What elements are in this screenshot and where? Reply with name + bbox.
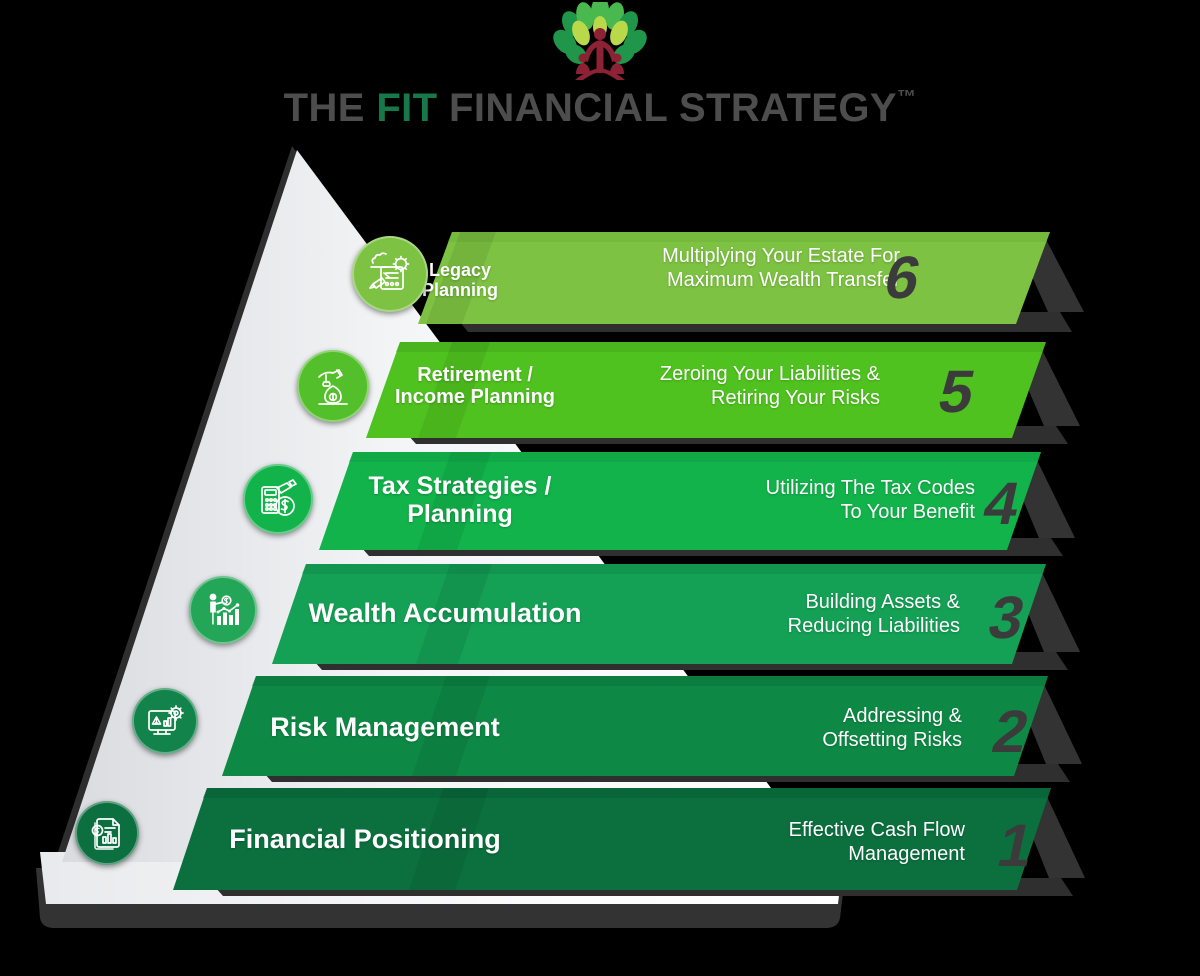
- level-5-description: Zeroing Your Liabilities & Retiring Your…: [480, 362, 880, 410]
- level-3-icon-badge[interactable]: [189, 576, 257, 644]
- level-2-title: Risk Management: [220, 712, 550, 742]
- level-1-title-line1: Financial Positioning: [229, 824, 501, 854]
- level-1-shape: [173, 788, 1085, 896]
- level-5-desc-line2: Retiring Your Risks: [711, 387, 880, 409]
- level-4-title-line2: Planning: [407, 500, 513, 528]
- level-6-desc-line1: Multiplying Your Estate For: [662, 245, 900, 267]
- level-2-shape: [222, 676, 1082, 782]
- level-5-title-line1: Retirement /: [417, 364, 533, 386]
- level-3-title: Wealth Accumulation: [260, 598, 630, 628]
- pyramid-level-4[interactable]: Tax Strategies / Planning Utilizing The …: [185, 444, 1085, 566]
- level-3-shape: [272, 564, 1080, 670]
- level-6-title: Legacy Planning: [360, 260, 560, 300]
- level-2-desc-line2: Offsetting Risks: [822, 729, 962, 751]
- pyramid-level-3[interactable]: Wealth Accumulation Building Assets & Re…: [130, 556, 1090, 678]
- level-4-title: Tax Strategies / Planning: [315, 472, 605, 528]
- header: THE FIT FINANCIAL STRATEGY™: [0, 0, 1200, 146]
- level-5-icon-badge[interactable]: [297, 350, 369, 422]
- level-1-desc-line2: Management: [848, 843, 965, 865]
- level-2-desc-line1: Addressing &: [843, 705, 962, 727]
- level-5-desc-line1: Zeroing Your Liabilities &: [659, 363, 880, 385]
- title-trademark: ™: [896, 87, 917, 108]
- level-6-icon-badge[interactable]: [352, 236, 428, 312]
- level-2-title-line1: Risk Management: [270, 712, 500, 742]
- pyramid-diagram: Legacy Planning Multiplying Your Estate …: [0, 146, 1200, 976]
- tree-people-logo-icon: [553, 2, 647, 80]
- title-rest: FINANCIAL STRATEGY: [437, 86, 897, 130]
- growth-chart-person-icon: [209, 593, 240, 625]
- pyramid-level-5[interactable]: Retirement / Income Planning Zeroing You…: [240, 334, 1090, 454]
- level-2-icon-badge[interactable]: [132, 688, 198, 754]
- financial-report-dollar-icon: [91, 818, 120, 850]
- level-5-shape: [366, 342, 1080, 444]
- level-4-icon-badge[interactable]: [243, 464, 313, 534]
- level-6-description: Multiplying Your Estate For Maximum Weal…: [480, 244, 900, 292]
- level-6-title-line2: Planning: [422, 280, 498, 301]
- level-3-desc-line2: Reducing Liabilities: [787, 615, 960, 637]
- level-6-desc-line2: Maximum Wealth Transfer: [666, 269, 900, 291]
- level-3-description: Building Assets & Reducing Liabilities: [560, 590, 960, 638]
- level-4-desc-line2: To Your Benefit: [840, 501, 975, 523]
- level-1-desc-line1: Effective Cash Flow: [788, 819, 965, 841]
- pyramid-level-2[interactable]: Risk Management Addressing & Offsetting …: [72, 668, 1092, 790]
- calculator-dollar-icon: [261, 479, 297, 516]
- level-6-title-line1: Legacy: [428, 260, 492, 280]
- level-6-shape: [418, 232, 1084, 332]
- level-3-title-line1: Wealth Accumulation: [308, 598, 582, 628]
- pyramid-level-6[interactable]: Legacy Planning Multiplying Your Estate …: [300, 224, 1090, 344]
- estate-document-gear-icon: [369, 252, 410, 290]
- level-5-title-line2: Income Planning: [394, 386, 556, 409]
- level-1-icon-badge[interactable]: [75, 801, 139, 865]
- level-2-description: Addressing & Offsetting Risks: [572, 704, 962, 752]
- level-4-description: Utilizing The Tax Codes To Your Benefit: [585, 476, 975, 524]
- hand-money-bag-icon: [318, 369, 348, 405]
- title-fit: FIT: [376, 86, 438, 130]
- level-3-desc-line1: Building Assets &: [805, 591, 960, 613]
- level-1-title: Financial Positioning: [180, 824, 550, 854]
- level-4-desc-line1: Utilizing The Tax Codes: [765, 477, 975, 499]
- pyramid-level-1[interactable]: Financial Positioning Effective Cash Flo…: [15, 780, 1095, 902]
- level-4-shape: [319, 452, 1075, 556]
- page-title: THE FIT FINANCIAL STRATEGY™: [284, 88, 917, 128]
- title-the: THE: [283, 86, 377, 130]
- monitor-warning-gear-icon: [148, 705, 184, 735]
- level-4-title-line1: Tax Strategies /: [368, 472, 552, 500]
- level-1-description: Effective Cash Flow Management: [575, 818, 965, 866]
- level-5-title: Retirement / Income Planning: [350, 364, 600, 409]
